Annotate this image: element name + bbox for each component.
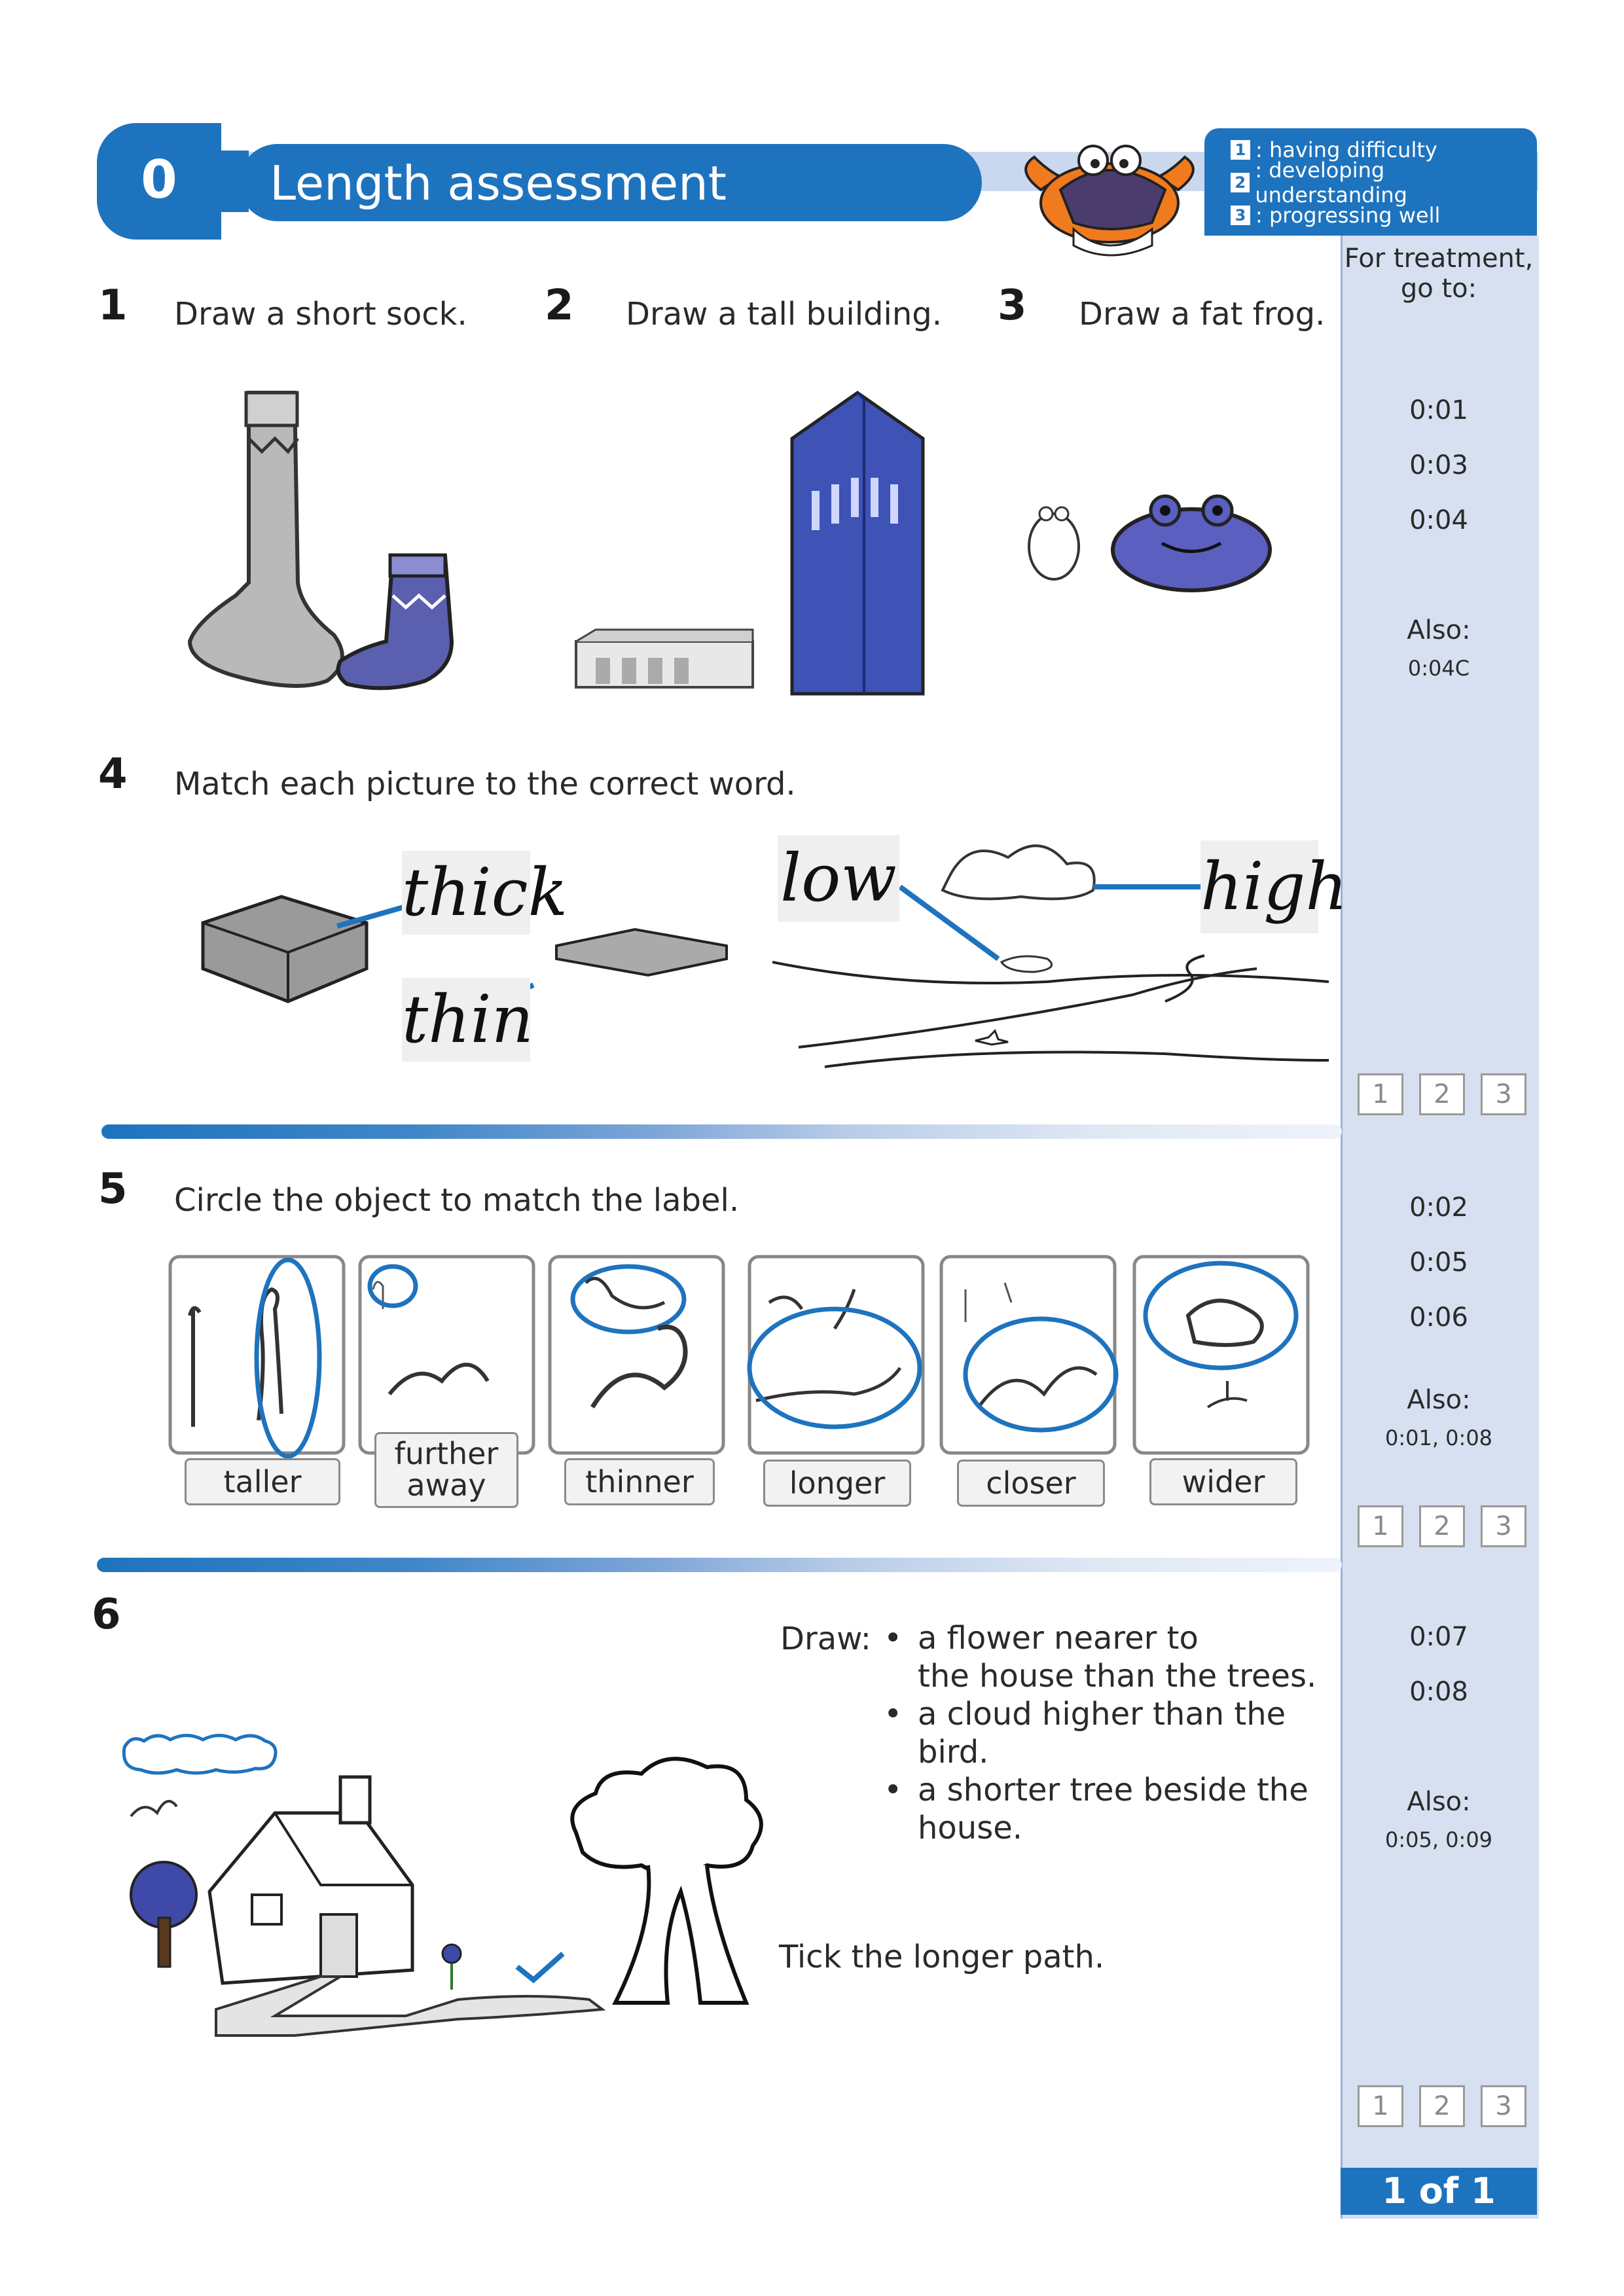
also-label: Also: [1407, 615, 1471, 645]
question-number: 2 [545, 281, 574, 330]
question-number: 4 [98, 750, 128, 798]
section-divider [101, 1124, 1342, 1139]
rating-2-box[interactable]: 2 [1419, 1505, 1465, 1547]
legend-row-2: 2 : developing understanding [1231, 158, 1537, 207]
section-divider [97, 1558, 1342, 1572]
question-text: Circle the object to match the label. [174, 1182, 740, 1219]
socks-illustration [187, 391, 454, 691]
label-further-away: further away [374, 1432, 518, 1508]
question-text: Match each picture to the correct word. [174, 766, 796, 802]
legend-box: 1 : having difficulty 2 : developing und… [1204, 128, 1537, 236]
rating-boxes-1: 1 2 3 [1358, 1073, 1526, 1115]
legend-number: 3 [1231, 206, 1250, 225]
buildings-illustration [575, 390, 925, 696]
treatment-code: 0:06 [1409, 1302, 1468, 1333]
rating-1-box[interactable]: 1 [1358, 1073, 1403, 1115]
treatment-code: 0:07 [1409, 1622, 1468, 1652]
also-codes: 0:04C [1407, 656, 1470, 681]
word-card-low[interactable]: low [778, 835, 899, 922]
drawing-instructions-list: • a flower nearer to the house than the … [881, 1619, 1339, 1847]
treatment-heading: For treatment, go to: [1344, 243, 1534, 304]
rating-boxes-2: 1 2 3 [1358, 1505, 1526, 1547]
rating-1-box[interactable]: 1 [1358, 2085, 1403, 2127]
instruction-bullet: • a shorter tree beside the house. [884, 1772, 1308, 1846]
also-label: Also: [1407, 1385, 1471, 1415]
treatment-code: 0:01 [1409, 395, 1468, 425]
rating-2-box[interactable]: 2 [1419, 2085, 1465, 2127]
treatment-code: 0:04 [1409, 505, 1468, 535]
word-card-thin[interactable]: thin [402, 978, 533, 1062]
rating-3-box[interactable]: 3 [1481, 1073, 1526, 1115]
instruction-bullet: • a cloud higher than the bird. [884, 1696, 1286, 1770]
treatment-code: 0:03 [1409, 450, 1468, 480]
rating-1-box[interactable]: 1 [1358, 1505, 1403, 1547]
crab-mascot-illustration [1024, 145, 1195, 257]
legend-label: : having difficulty [1255, 137, 1437, 162]
label-longer: longer [763, 1460, 911, 1507]
legend-number: 1 [1231, 140, 1250, 160]
header-number-pill [97, 123, 221, 240]
treatment-code: 0:05 [1409, 1247, 1468, 1278]
rating-3-box[interactable]: 3 [1481, 2085, 1526, 2127]
rating-2-box[interactable]: 2 [1419, 1073, 1465, 1115]
landscape-match-illustration [772, 844, 1329, 1068]
question-number: 5 [98, 1165, 128, 1213]
legend-label: : progressing well [1255, 203, 1441, 228]
house-scene-illustration [122, 1734, 763, 2037]
rating-boxes-3: 1 2 3 [1358, 2085, 1526, 2127]
draw-label: Draw: [780, 1621, 871, 1657]
tick-instruction: Tick the longer path. [779, 1939, 1105, 1975]
legend-label: : developing understanding [1255, 158, 1407, 207]
book-match-illustration [201, 895, 728, 1024]
question-text: Draw a fat frog. [1079, 296, 1326, 332]
word-card-high[interactable]: high [1200, 840, 1348, 933]
header-number: 0 [141, 149, 177, 210]
question-text: Draw a short sock. [174, 296, 467, 332]
treatment-code: 0:08 [1409, 1677, 1468, 1707]
circle-object-cards [168, 1255, 1310, 1459]
label-closer: closer [957, 1460, 1105, 1507]
question-number: 3 [998, 281, 1027, 330]
label-thinner: thinner [564, 1458, 715, 1505]
legend-row-1: 1 : having difficulty [1231, 134, 1537, 166]
frogs-illustration [1028, 494, 1272, 592]
instruction-text: a cloud higher than the bird. [918, 1696, 1286, 1770]
also-label: Also: [1407, 1787, 1471, 1817]
treatment-sidebar [1341, 236, 1539, 2219]
page-number: 1 of 1 [1341, 2168, 1537, 2215]
header-title-pill [239, 144, 982, 221]
instruction-text: a flower nearer to the house than the tr… [918, 1620, 1317, 1695]
instruction-bullet: • a flower nearer to the house than the … [884, 1620, 1317, 1695]
word-card-thick[interactable]: thick [402, 851, 568, 935]
treatment-code: 0:02 [1409, 1193, 1468, 1223]
legend-row-3: 3 : progressing well [1231, 199, 1537, 232]
page-title: Length assessment [270, 156, 727, 211]
also-codes: 0:05, 0:09 [1384, 1827, 1493, 1852]
rating-3-box[interactable]: 3 [1481, 1505, 1526, 1547]
question-text: Draw a tall building. [626, 296, 942, 332]
also-codes: 0:01, 0:08 [1384, 1426, 1493, 1450]
label-wider: wider [1149, 1458, 1297, 1505]
question-number: 6 [92, 1590, 121, 1639]
legend-number: 2 [1231, 173, 1250, 192]
question-number: 1 [98, 281, 128, 330]
instruction-text: a shorter tree beside the house. [918, 1772, 1308, 1846]
label-taller: taller [185, 1458, 340, 1505]
